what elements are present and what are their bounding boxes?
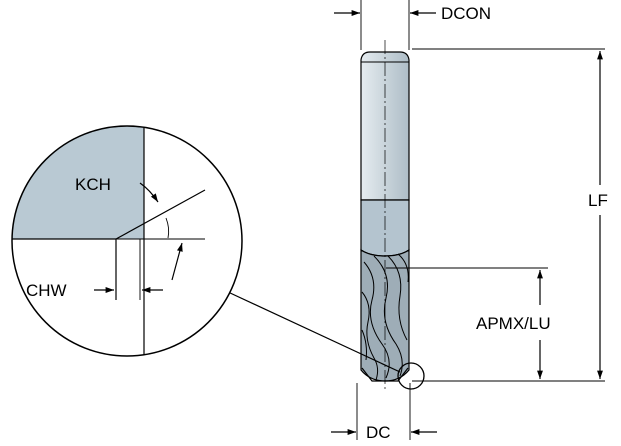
detail-material-fill xyxy=(12,126,144,239)
detail-leader-line xyxy=(227,291,401,373)
apmx-lu-label: APMX/LU xyxy=(476,314,551,333)
end-mill-tool xyxy=(360,40,425,392)
tool-shank xyxy=(360,51,410,201)
dcon-dimension: DCON xyxy=(334,0,491,50)
kch-label: KCH xyxy=(75,175,111,194)
lf-label: LF xyxy=(588,191,608,210)
apmx-lu-dimension: APMX/LU xyxy=(386,267,551,379)
flute-helix-lines xyxy=(361,253,409,381)
chamfer-detail-view: KCH CHW xyxy=(11,125,243,357)
dc-dimension: DC xyxy=(331,383,437,442)
corner-callout-circle xyxy=(397,362,425,390)
chw-label: CHW xyxy=(26,281,67,300)
dcon-label: DCON xyxy=(441,4,491,23)
lf-dimension: LF xyxy=(412,48,608,382)
dc-label: DC xyxy=(366,423,391,442)
